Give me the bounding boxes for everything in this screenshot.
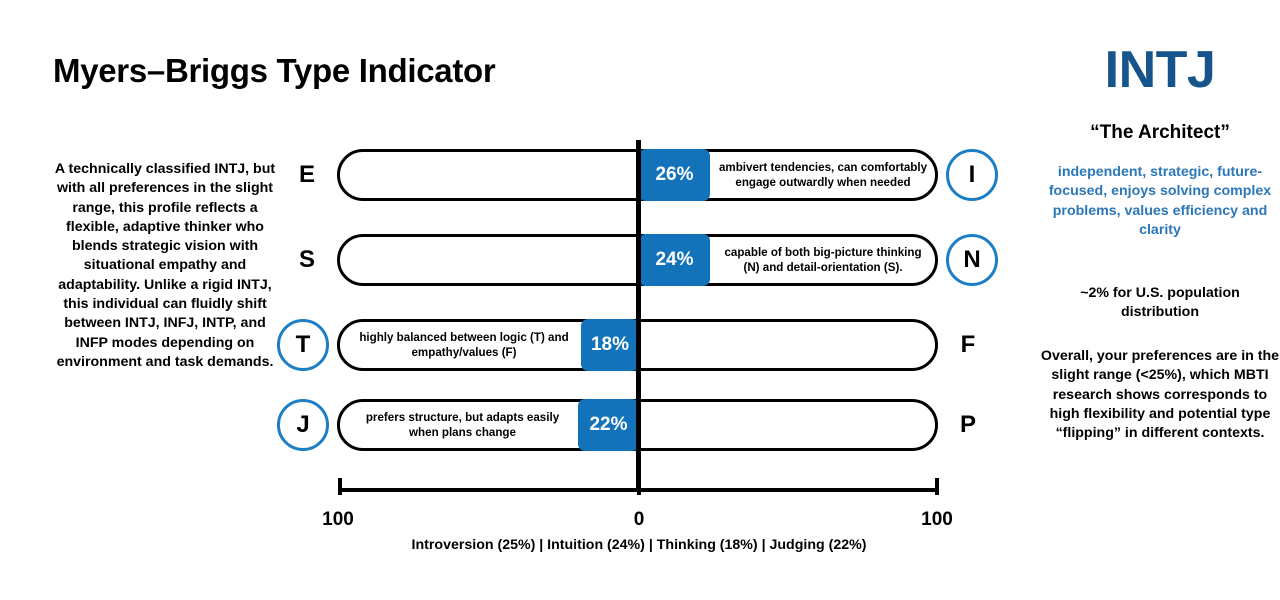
bar-ei: 26% bbox=[639, 149, 710, 201]
chart-row-tf: T 18% highly balanced between logic (T) … bbox=[0, 319, 1020, 371]
chart-row-sn: S 24% capable of both big-picture thinki… bbox=[0, 234, 1020, 286]
bar-sn: 24% bbox=[639, 234, 710, 286]
pole-label-s: S bbox=[298, 246, 315, 273]
population-distribution: ~2% for U.S. population distribution bbox=[1080, 285, 1240, 321]
left-narrative-text: A technically classified INTJ, but with … bbox=[54, 161, 276, 370]
type-traits: independent, strategic, future-focused, … bbox=[1048, 164, 1272, 238]
preference-chart: E 26% ambivert tendencies, can comfortab… bbox=[0, 140, 1020, 553]
bar-tf: 18% bbox=[581, 319, 639, 371]
annotation-ei: ambivert tendencies, can comfortably eng… bbox=[718, 160, 928, 189]
x-axis-tick-right bbox=[935, 478, 939, 495]
pole-label-p: P bbox=[959, 411, 976, 438]
x-axis-tick-left bbox=[338, 478, 342, 495]
page-title: Myers–Briggs Type Indicator bbox=[53, 52, 496, 89]
type-nickname: “The Architect” bbox=[1090, 122, 1230, 143]
pole-label-e: E bbox=[298, 161, 315, 188]
preferred-pole-t: T bbox=[277, 319, 329, 371]
preferred-pole-i: I bbox=[946, 149, 998, 201]
x-axis-label-center: 0 bbox=[633, 509, 645, 530]
chart-row-jp: J 22% prefers structure, but adapts easi… bbox=[0, 399, 1020, 451]
annotation-tf: highly balanced between logic (T) and em… bbox=[359, 330, 569, 359]
x-axis-label-left: 100 bbox=[322, 509, 354, 530]
type-code: INTJ bbox=[1104, 41, 1216, 99]
annotation-sn: capable of both big-picture thinking (N)… bbox=[724, 245, 922, 274]
pole-label-f: F bbox=[960, 331, 976, 358]
chart-caption: Introversion (25%) | Intuition (24%) | T… bbox=[411, 537, 867, 553]
overall-summary: Overall, your preferences are in the sli… bbox=[1040, 348, 1280, 442]
preferred-pole-j: J bbox=[277, 399, 329, 451]
bar-jp: 22% bbox=[578, 399, 639, 451]
x-axis-label-right: 100 bbox=[921, 509, 953, 530]
annotation-jp: prefers structure, but adapts easily whe… bbox=[365, 410, 560, 439]
chart-row-ei: E 26% ambivert tendencies, can comfortab… bbox=[0, 149, 1020, 201]
center-zero-line bbox=[636, 140, 641, 491]
preferred-pole-n: N bbox=[946, 234, 998, 286]
